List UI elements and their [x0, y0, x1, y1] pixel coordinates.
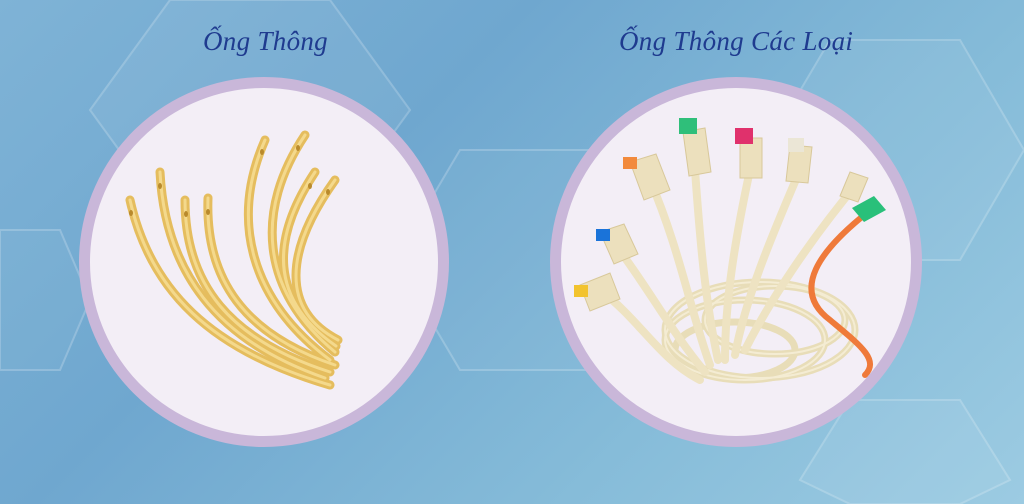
green-valve-icon: [679, 118, 697, 134]
yellow-valve-icon: [574, 285, 588, 297]
white-valve-icon: [788, 138, 804, 152]
title-left: Ống Thông: [203, 26, 328, 56]
orange-valve-icon: [623, 157, 637, 169]
blue-valve-icon: [596, 229, 610, 241]
title-right: Ống Thông Các Loại: [619, 26, 854, 56]
pink-valve-icon: [735, 128, 753, 144]
